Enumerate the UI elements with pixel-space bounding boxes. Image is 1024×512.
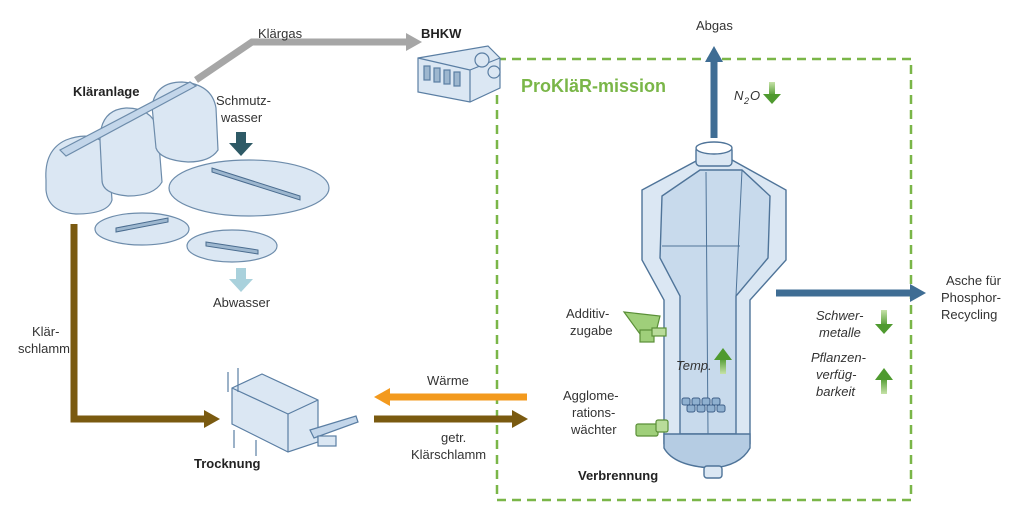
temp-up-indicator (714, 348, 732, 374)
agglomeration-sensor-icon (635, 419, 669, 437)
svg-text:O: O (750, 88, 760, 103)
klaeranlage-label: Kläranlage (73, 84, 139, 99)
schwer-label-1: Schwer- (816, 308, 864, 323)
getr-label-2: Klärschlamm (411, 447, 486, 462)
waerme-label: Wärme (427, 373, 469, 388)
diagram-title: ProKläR-mission (521, 76, 666, 96)
project-boundary (495, 57, 913, 502)
asche-label-1: Asche für (946, 273, 1002, 288)
additive-hopper-icon (622, 311, 667, 343)
pflanzen-label-2: verfüg- (816, 367, 857, 382)
svg-text:2: 2 (743, 96, 749, 106)
temp-label: Temp. (676, 358, 712, 373)
exhaust-arrow (705, 46, 723, 138)
trocknung-label: Trocknung (194, 456, 261, 471)
agglo-label-3: wächter (570, 422, 617, 437)
getr-label-1: getr. (441, 430, 466, 445)
klaerschlamm-label-2: schlamm (18, 341, 70, 356)
abgas-label: Abgas (696, 18, 733, 33)
pflanzen-label-1: Pflanzen- (811, 350, 867, 365)
plant-availability-up-indicator (875, 368, 893, 394)
asche-label-3: Recycling (941, 307, 997, 322)
heavy-metals-down-indicator (875, 310, 893, 334)
dried-sludge-arrow (374, 410, 528, 428)
n2o-label: N 2 O (734, 88, 760, 106)
ash-arrow (776, 284, 926, 302)
klaerschlamm-label-1: Klär- (32, 324, 59, 339)
agglo-label-1: Agglome- (563, 388, 619, 403)
wastewater-out-arrow (229, 268, 253, 292)
wastewater-in-arrow (229, 132, 253, 156)
schwer-label-2: metalle (819, 325, 861, 340)
engine-icon (417, 45, 501, 103)
agglo-label-2: rations- (572, 405, 615, 420)
additiv-label-2: zugabe (570, 323, 613, 338)
incinerator-icon (641, 141, 787, 479)
verbrennung-label: Verbrennung (578, 468, 658, 483)
svg-text:N: N (734, 88, 744, 103)
pflanzen-label-3: barkeit (816, 384, 856, 399)
abwasser-label: Abwasser (213, 295, 271, 310)
heat-arrow (374, 388, 527, 406)
treatment-tanks-icon (45, 81, 330, 263)
bhkw-label: BHKW (421, 26, 462, 41)
n2o-down-indicator (763, 82, 781, 104)
schmutzwasser-label-2: wasser (220, 110, 263, 125)
asche-label-2: Phosphor- (941, 290, 1001, 305)
klaerschlamm-arrow (70, 224, 220, 428)
additiv-label-1: Additiv- (566, 306, 609, 321)
dryer-icon (227, 368, 359, 456)
klaergas-arrow (194, 33, 422, 83)
klaergas-label: Klärgas (258, 26, 303, 41)
schmutzwasser-label-1: Schmutz- (216, 93, 271, 108)
